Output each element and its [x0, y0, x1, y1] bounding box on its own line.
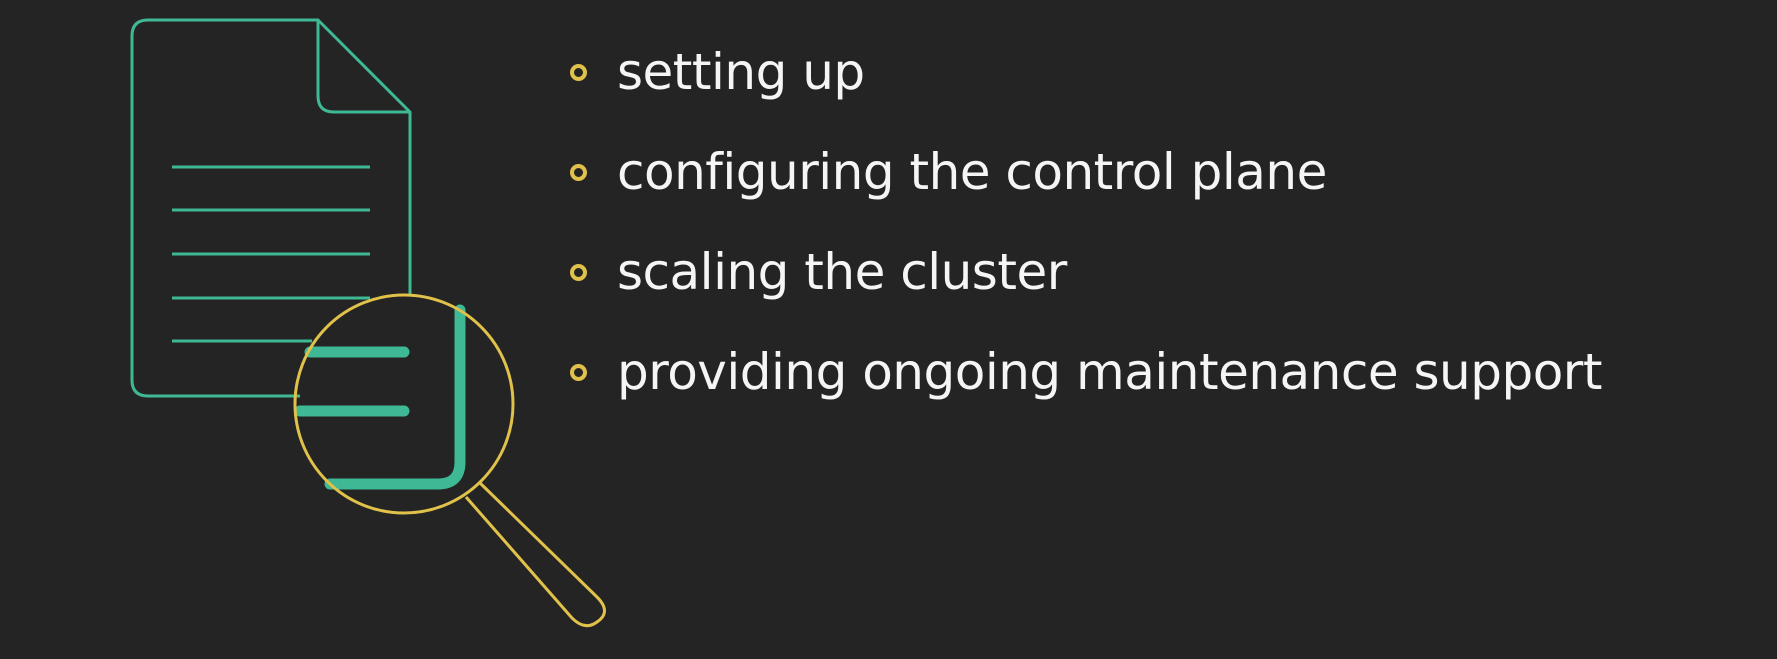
magnifying-glass-icon: [293, 293, 606, 628]
bullet-marker-icon: [570, 263, 587, 281]
bullet-marker-icon: [570, 163, 587, 181]
bullet-item: setting up: [570, 22, 1602, 122]
bullet-item: configuring the control plane: [570, 122, 1602, 222]
bullet-text: scaling the cluster: [617, 243, 1067, 301]
document-search-illustration: [130, 18, 606, 628]
bullet-item: providing ongoing maintenance support: [570, 322, 1602, 422]
document-icon: [130, 18, 412, 398]
bullet-marker-icon: [570, 363, 587, 381]
bullet-list: setting up configuring the control plane…: [570, 22, 1602, 422]
magnified-document-detail: [294, 304, 466, 490]
bullet-text: providing ongoing maintenance support: [617, 343, 1602, 401]
bullet-text: setting up: [617, 43, 865, 101]
bullet-text: configuring the control plane: [617, 143, 1327, 201]
bullet-marker-icon: [570, 63, 587, 81]
bullet-item: scaling the cluster: [570, 222, 1602, 322]
